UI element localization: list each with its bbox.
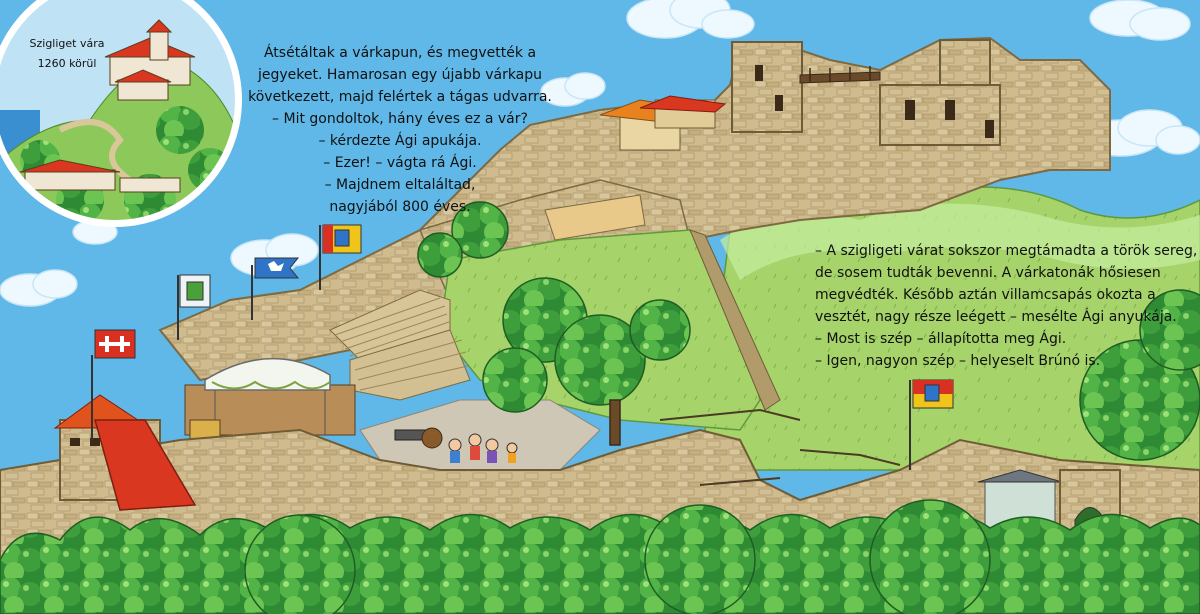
flag-icon [319, 224, 362, 290]
flag-icon [177, 274, 211, 340]
story-line: – Most is szép – állapította meg Ági. [815, 331, 1067, 347]
story-line: jegyeket. Hamarosan egy újabb várkapu [257, 67, 543, 83]
story-text-right: – A szigligeti várat sokszor megtámadta … [815, 240, 1198, 372]
inset-caption: Szigliget vára 1260 körül [22, 34, 112, 74]
story-line: – A szigligeti várat sokszor megtámadta … [815, 243, 1198, 259]
amphitheatre [329, 289, 471, 401]
inset-old-castle [0, 0, 242, 227]
story-line: – kérdezte Ági apukája. [318, 133, 482, 149]
story-text-left: Átsétáltak a várkapun, és megvették a je… [230, 42, 570, 218]
castle-tower [731, 41, 803, 133]
story-line: de sosem tudták bevenni. A várkatonák hő… [815, 265, 1161, 281]
cannon [394, 427, 443, 449]
story-line: vesztét, nagy része leégett – mesélte Ág… [815, 309, 1177, 325]
story-line: megvédték. Később aztán villamcsapás oko… [815, 287, 1156, 303]
tent-icon [184, 358, 356, 441]
gatehouse [53, 394, 197, 511]
story-line: – Igen, nagyon szép – helyeselt Brúnó is… [815, 353, 1101, 369]
castle-house [599, 95, 727, 151]
flag-icon [909, 379, 954, 470]
story-line: – Ezer! – vágta rá Ági. [323, 155, 477, 171]
story-line: nagyjából 800 éves. [329, 199, 471, 215]
story-line: következett, majd felértek a tágas udvar… [248, 89, 552, 105]
story-line: – Mit gondoltok, hány éves ez a vár? [272, 111, 528, 127]
inset-caption-title: Szigliget vára [29, 37, 105, 50]
tree-icon [0, 513, 1200, 614]
story-line: Átsétáltak a várkapun, és megvették a [263, 45, 537, 61]
inset-caption-year: 1260 körül [37, 57, 97, 70]
story-line: – Majdnem eltaláltad, [324, 177, 476, 193]
flag-icon [91, 329, 136, 440]
visitors [448, 433, 518, 463]
flag-icon [251, 257, 300, 320]
tree-icon [244, 201, 1200, 614]
